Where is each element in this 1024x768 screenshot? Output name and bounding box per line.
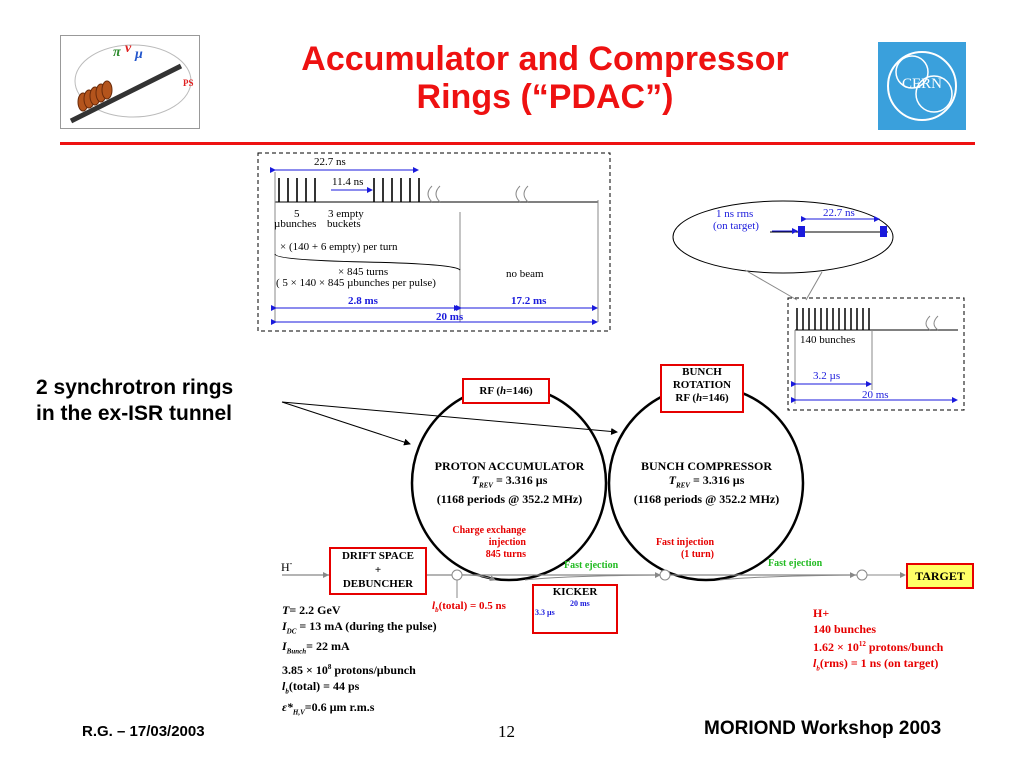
bunch-break-mark (925, 315, 939, 331)
bunch-count: 5 (294, 208, 300, 220)
spacing-label: 11.4 ns (332, 176, 364, 188)
footer-author-date: R.G. – 17/03/2003 (82, 723, 205, 740)
empty-count: 3 empty (328, 208, 364, 220)
title-line-1: Accumulator and Compressor (301, 40, 789, 78)
param-idc: IDC = 13 mA (during the pulse) (282, 618, 437, 635)
timing-panel-frame (257, 152, 611, 332)
bunch-panel-count: 140 bunches (800, 334, 856, 346)
empty-unit: buckets (327, 218, 361, 230)
zoom-target-label: (on target) (713, 220, 759, 232)
period-label: 22.7 ns (314, 156, 346, 168)
bunch-panel-total: 20 ms (862, 389, 889, 401)
output-protons: 1.62 × 1012 protons/bunch (813, 640, 944, 654)
callout-line-2: in the ex-ISR tunnel (36, 402, 233, 425)
beamline-node-1 (451, 569, 463, 581)
page-title: Accumulator and Compressor Rings (“PDAC”… (200, 40, 890, 116)
eject-path-2 (719, 572, 856, 581)
param-energy: T= 2.2 GeV (282, 603, 341, 617)
cern-logo: CERN (878, 42, 966, 130)
ps-logo: π ν μ PS (60, 35, 200, 129)
beamline-node-2 (659, 569, 671, 581)
svg-text:CERN: CERN (902, 76, 942, 92)
callout-line-1: 2 synchrotron rings (36, 376, 234, 399)
t-beam-label: 2.8 ms (348, 295, 378, 307)
callout-arrow-2 (281, 401, 618, 435)
param-emittance: ε*H,V=0.6 µm r.m.s (282, 699, 375, 717)
kicker-20ms: 20 ms (570, 599, 590, 608)
microbunch-ticks (278, 178, 420, 202)
beamline-node-3 (856, 569, 868, 581)
t-total-label: 20 ms (436, 311, 464, 323)
per-turn-label: × (140 + 6 empty) per turn (280, 241, 398, 253)
title-rule (60, 142, 975, 145)
param-ibunch: IBunch= 22 mA (282, 639, 350, 656)
eject-path-1 (524, 572, 661, 581)
compressor-trev: TREV = 3.316 µs (668, 473, 745, 490)
compressor-title: BUNCH COMPRESSOR (640, 459, 772, 473)
accumulator-name: PROTON ACCUMULATOR TREV = 3.316 µs (1168… (412, 459, 607, 506)
bunch-panel-t: 3.2 µs (813, 370, 841, 382)
zoom-bunch-2 (880, 226, 887, 237)
ps-logo-graphic: π ν μ PS (69, 41, 194, 124)
break-mark-2 (515, 185, 529, 203)
bunch-unit: µbunches (274, 218, 317, 230)
fast-injection-label: Fast injection(1 turn) (655, 537, 714, 560)
svg-text:ν: ν (125, 41, 132, 56)
accumulator-rf-box: RF (h=146) (462, 378, 550, 404)
turns-label: × 845 turns (338, 266, 389, 278)
footer-event: MORIOND Workshop 2003 (704, 718, 942, 739)
break-mark-1 (427, 185, 441, 203)
title-line-2: Rings (“PDAC”) (416, 78, 674, 116)
kicker-box: KICKER (532, 584, 618, 634)
param-protons: 3.85 × 108 protons/µbunch (282, 663, 416, 678)
footer-page-number: 12 (498, 722, 515, 741)
output-params: H+ 140 bunches 1.62 × 1012 protons/bunch… (813, 606, 943, 676)
output-bunches: 140 bunches (813, 621, 877, 636)
svg-text:π: π (113, 45, 121, 60)
t-nobeam-label: 17.2 ms (511, 295, 547, 307)
bunch-panel-frame (787, 297, 965, 411)
target-zoom-ellipse (672, 200, 894, 274)
lb-total-label: lb(total) = 0.5 ns (432, 600, 506, 615)
callout-text: 2 synchrotron rings in the ex-ISR tunnel (36, 375, 233, 427)
compressor-periods: (1168 periods @ 352.2 MHz) (633, 492, 780, 507)
zoom-leader-1 (744, 269, 798, 301)
fast-ejection-2: Fast ejection (768, 558, 823, 569)
svg-text:μ: μ (134, 47, 143, 62)
callout-arrow-1 (281, 401, 411, 446)
bunch-ticks (796, 308, 870, 330)
beam-params: T= 2.2 GeV IDC = 13 mA (during the pulse… (282, 603, 437, 721)
target-box: TARGET (906, 563, 974, 589)
accumulator-title: PROTON ACCUMULATOR (434, 459, 585, 473)
accumulator-trev: TREV = 3.316 µs (471, 473, 548, 490)
kicker-33us: 3.3 µs (535, 608, 555, 617)
zoom-bunch-1 (798, 226, 805, 237)
output-lb: lb(rms) = 1 ns (on target) (813, 655, 939, 672)
zoom-rms-label: 1 ns rms (716, 208, 754, 220)
turn-brace (274, 253, 461, 271)
zoom-leader-2 (805, 271, 823, 301)
svg-text:PS: PS (183, 78, 194, 88)
drift-debuncher-box: DRIFT SPACE+DEBUNCHER (329, 547, 427, 595)
output-h: H+ (813, 606, 830, 620)
fast-ejection-1: Fast ejection (564, 560, 619, 571)
cern-logo-graphic: CERN (887, 51, 957, 121)
accumulator-periods: (1168 periods @ 352.2 MHz) (436, 492, 583, 507)
no-beam-label: no beam (506, 268, 544, 280)
compressor-rotation-box: BUNCH ROTATION RF (h=146) (660, 364, 744, 413)
zoom-spacing-label: 22.7 ns (823, 207, 855, 219)
per-pulse-label: ( 5 × 140 × 845 µbunches per pulse) (276, 277, 436, 289)
h-minus-label: H- (281, 559, 293, 574)
param-lb: lb(total) = 44 ps (282, 678, 360, 696)
compressor-name: BUNCH COMPRESSOR TREV = 3.316 µs (1168 p… (609, 459, 804, 506)
